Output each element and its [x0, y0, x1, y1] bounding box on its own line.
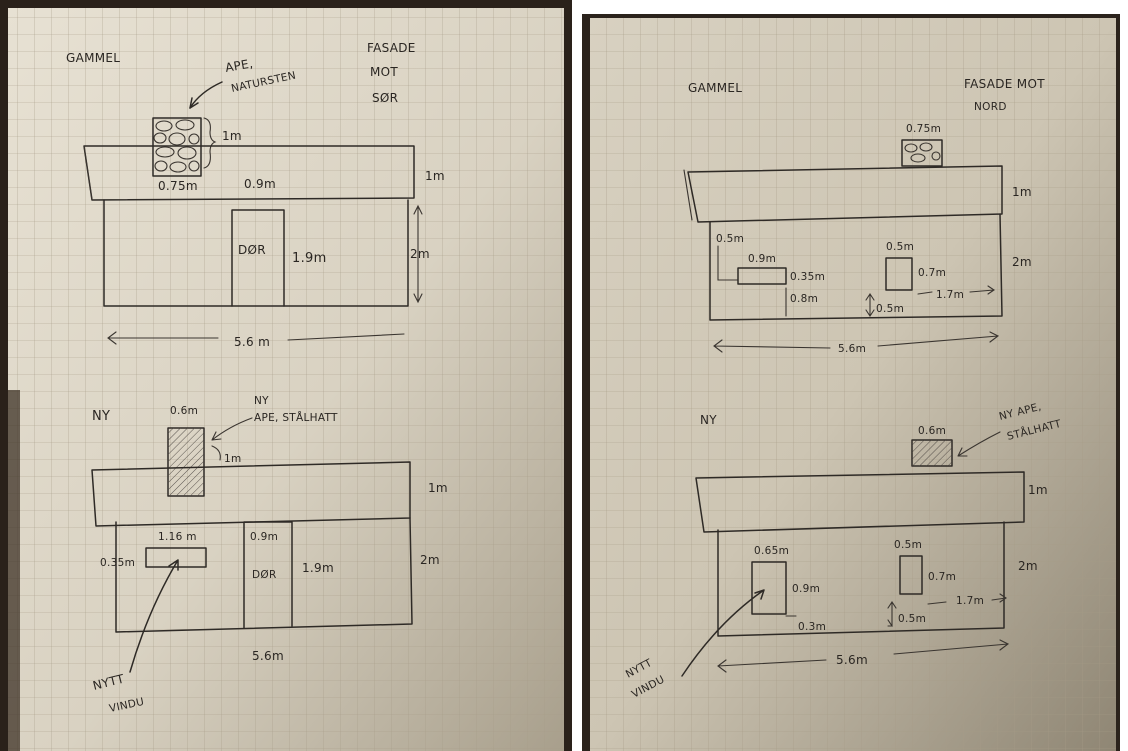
left-old-title-1: FASADE: [367, 41, 416, 55]
left-old-wall-height: 2m: [410, 247, 430, 261]
right-new-win1-height: 0.9m: [792, 583, 820, 595]
left-new-window-width: 1.16 m: [158, 531, 197, 543]
left-old-title-2: MOT: [370, 65, 398, 79]
right-old-chimney-width: 0.75m: [906, 123, 941, 135]
right-old-win1-width: 0.9m: [748, 253, 776, 265]
right-old-win2-offset: 1.7m: [936, 289, 964, 301]
left-new-chimney-width: 0.6m: [170, 405, 198, 417]
right-old-label: GAMMEL: [688, 81, 742, 95]
right-new-window-2: [899, 555, 923, 595]
right-new-win1-width: 0.65m: [754, 545, 789, 557]
right-old-win2-width: 0.5m: [886, 241, 914, 253]
right-old-title-2: NORD: [974, 101, 1007, 113]
right-old-win1-height: 0.35m: [790, 271, 825, 283]
right-sheet: GAMMEL FASADE MOT NORD 0.75m 1m 2m 0.5m …: [572, 0, 1128, 751]
left-new-door-width: 0.9m: [250, 531, 278, 543]
right-new-wall-height: 2m: [1018, 559, 1038, 573]
right-new-win2-height: 0.7m: [928, 571, 956, 583]
left-new-window-arrow: [129, 559, 179, 673]
right-new-roof-height: 1m: [1028, 483, 1048, 497]
left-new-chimney-note-1: NY: [254, 395, 269, 407]
right-old-window-1: [737, 267, 787, 285]
left-sheet: GAMMEL FASADE MOT SØR APE, NATURSTEN 1m …: [0, 0, 572, 751]
right-new-window-1: [751, 561, 787, 615]
right-new-total-width: 5.6m: [836, 653, 868, 667]
right-new-roof: [695, 471, 1025, 533]
left-new-roof-height: 1m: [428, 481, 448, 495]
left-old-door-height: 1.9m: [292, 251, 327, 266]
right-old-title-1: FASADE MOT: [964, 77, 1045, 91]
left-old-label: GAMMEL: [66, 51, 120, 65]
left-new-chimney-height: 1m: [224, 453, 242, 465]
right-old-win1-offset: 0.5m: [716, 233, 744, 245]
right-new-wall: [717, 521, 1005, 637]
right-old-win1-sill: 0.8m: [790, 293, 818, 305]
left-old-note-arrow: [189, 81, 223, 109]
right-new-win2-sill: 0.5m: [898, 613, 926, 625]
right-old-win2-sill: 0.5m: [876, 303, 904, 315]
right-new-win2-offset: 1.7m: [956, 595, 984, 607]
left-new-window: [145, 547, 207, 568]
right-old-total-width: 5.6m: [838, 343, 866, 355]
right-new-label: NY: [700, 413, 717, 427]
left-new-wall-height: 2m: [420, 553, 440, 567]
right-new-chimney-width: 0.6m: [918, 425, 946, 437]
left-new-door: [243, 521, 293, 629]
right-old-chimney: [901, 139, 943, 167]
left-old-chimney-height: 1m: [222, 129, 242, 143]
left-sheet-canvas: GAMMEL FASADE MOT SØR APE, NATURSTEN 1m …: [0, 0, 572, 751]
right-new-win2-width: 0.5m: [894, 539, 922, 551]
left-new-door-label: DØR: [252, 569, 277, 581]
left-old-roof-gap: 0.9m: [244, 177, 276, 191]
left-old-total-width: 5.6 m: [234, 335, 270, 349]
right-old-win2-height: 0.7m: [918, 267, 946, 279]
right-old-roof-height: 1m: [1012, 185, 1032, 199]
left-old-chimney-note-1: APE,: [224, 56, 254, 75]
left-old-title-3: SØR: [372, 91, 398, 105]
left-new-total-width: 5.6m: [252, 649, 284, 663]
left-old-chimney: [152, 117, 202, 177]
right-old-wall: [709, 213, 1003, 321]
left-new-window-height: 0.35m: [100, 557, 135, 569]
right-sheet-canvas: GAMMEL FASADE MOT NORD 0.75m 1m 2m 0.5m …: [572, 0, 1128, 751]
right-old-window-2: [885, 257, 913, 291]
left-new-door-height: 1.9m: [302, 561, 334, 575]
left-old-chimney-width: 0.75m: [158, 179, 198, 193]
right-old-roof: [687, 165, 1003, 223]
left-new-chimney-note-2: APE, STÅLHATT: [254, 411, 338, 424]
left-old-roof-height: 1m: [425, 169, 445, 183]
left-new-wall: [115, 517, 413, 633]
left-old-door-label: DØR: [238, 243, 266, 257]
left-new-label: NY: [92, 409, 110, 424]
left-old-wall: [103, 199, 409, 307]
right-old-wall-height: 2m: [1012, 255, 1032, 269]
right-new-window-arrow: [681, 589, 765, 677]
right-new-win1-sill: 0.3m: [798, 621, 826, 633]
left-old-door: [231, 209, 285, 307]
